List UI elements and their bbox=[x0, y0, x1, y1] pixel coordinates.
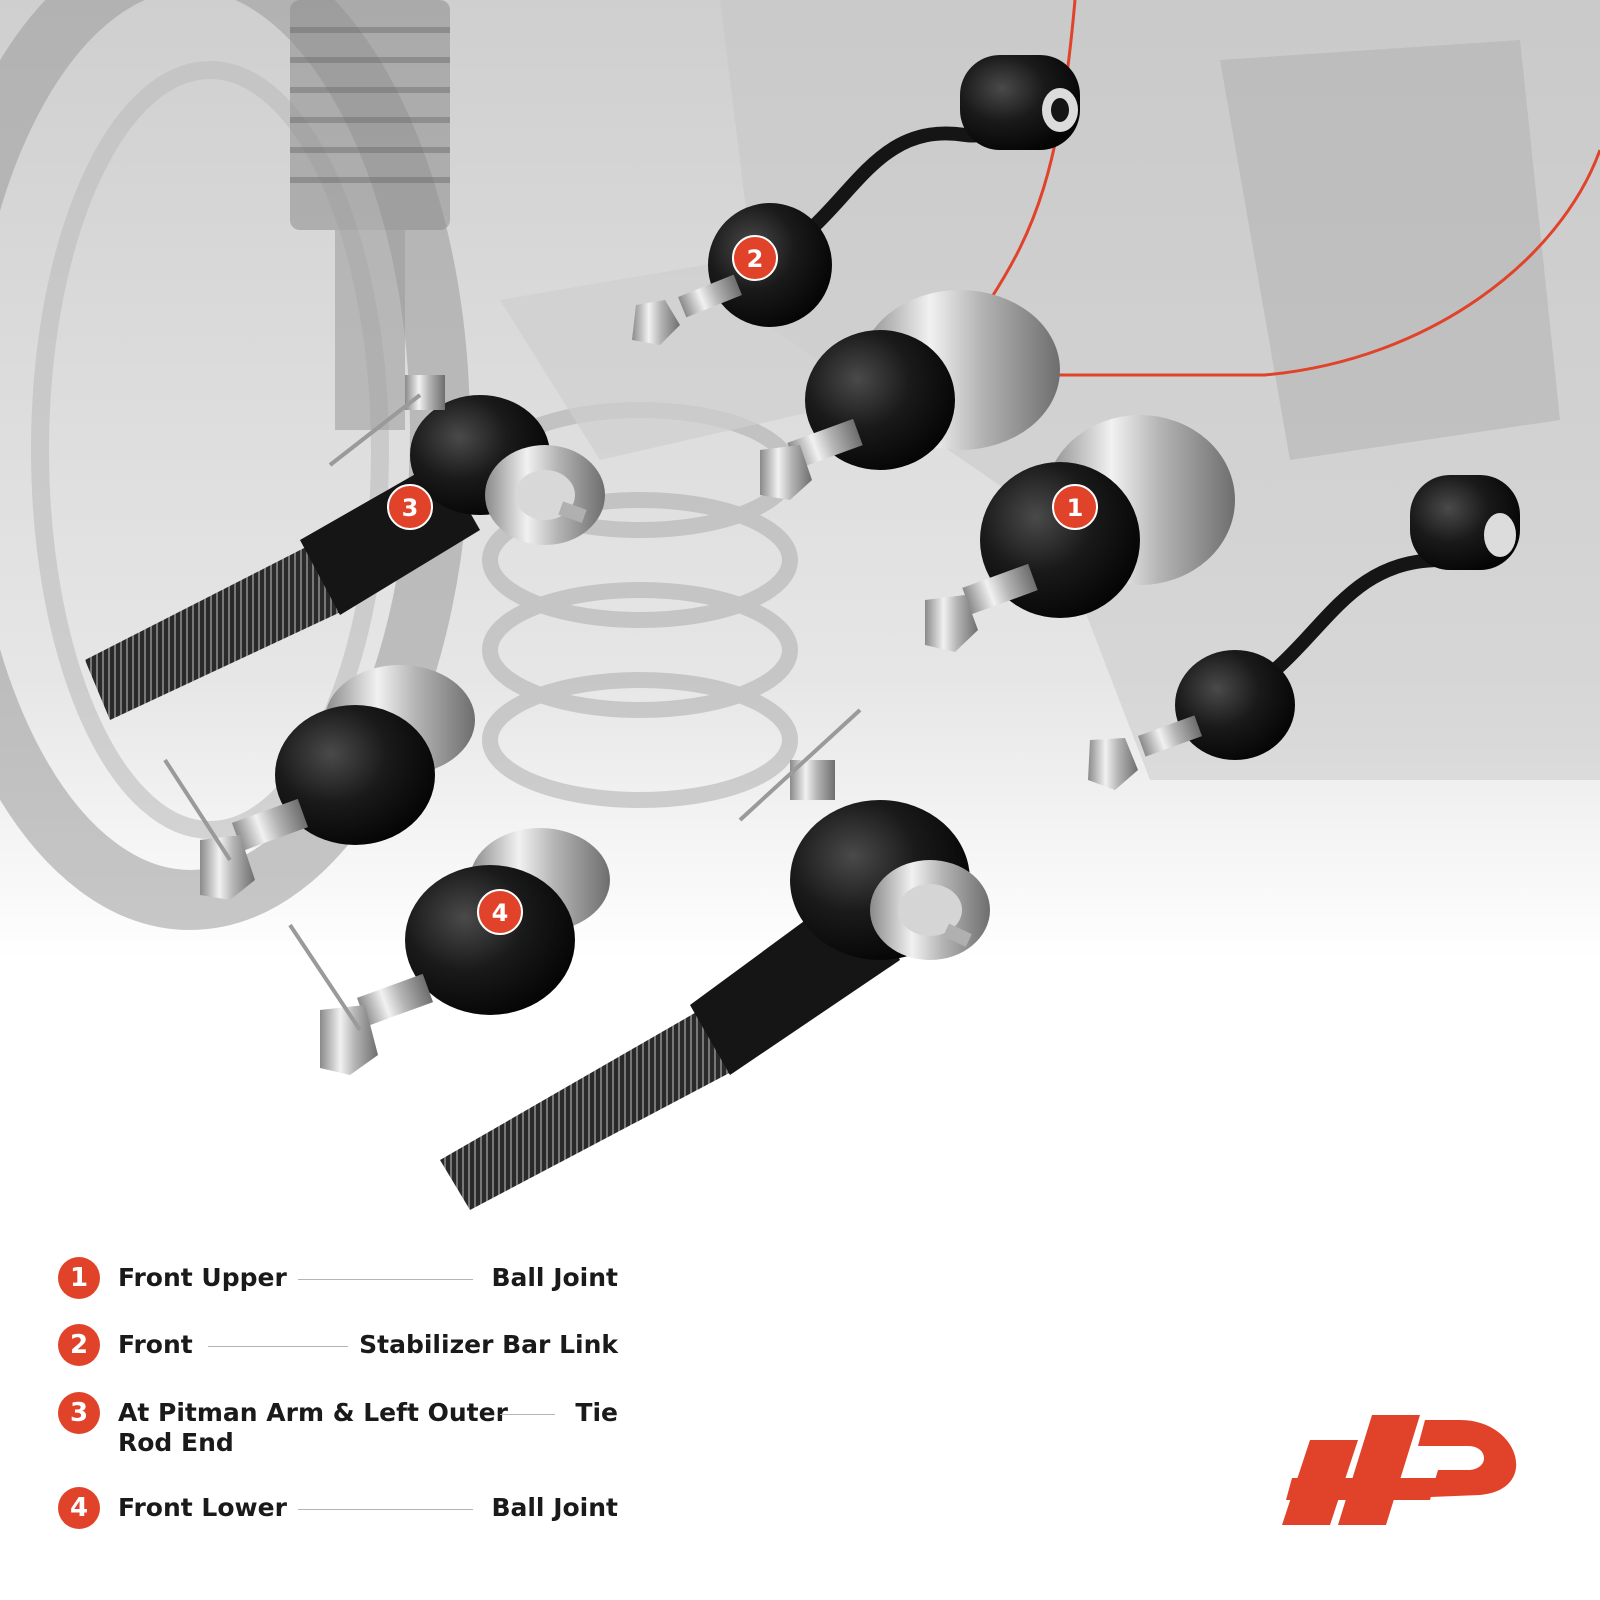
accent-guide-line bbox=[988, 0, 1600, 377]
callout-2: 2 bbox=[732, 235, 778, 281]
callout-3: 3 bbox=[387, 484, 433, 530]
callout-2-label: 2 bbox=[747, 245, 764, 273]
upper-ball-joint-rear bbox=[760, 290, 1060, 500]
callout-3-label: 3 bbox=[402, 494, 419, 522]
front-lower-ball-joint bbox=[288, 828, 610, 1075]
stabilizer-bar-link-lower bbox=[1088, 475, 1520, 790]
tie-rod-end-lower bbox=[440, 708, 990, 1210]
callout-1: 1 bbox=[1052, 484, 1098, 530]
callout-1-label: 1 bbox=[1067, 494, 1084, 522]
callout-4: 4 bbox=[477, 889, 523, 935]
callout-4-label: 4 bbox=[492, 899, 509, 927]
brand-logo bbox=[1282, 1415, 1517, 1525]
front-upper-ball-joint bbox=[925, 415, 1235, 652]
lower-ball-joint-left bbox=[163, 665, 475, 900]
tie-rod-end-upper bbox=[85, 375, 605, 720]
stabilizer-bar-link-upper bbox=[632, 55, 1080, 345]
